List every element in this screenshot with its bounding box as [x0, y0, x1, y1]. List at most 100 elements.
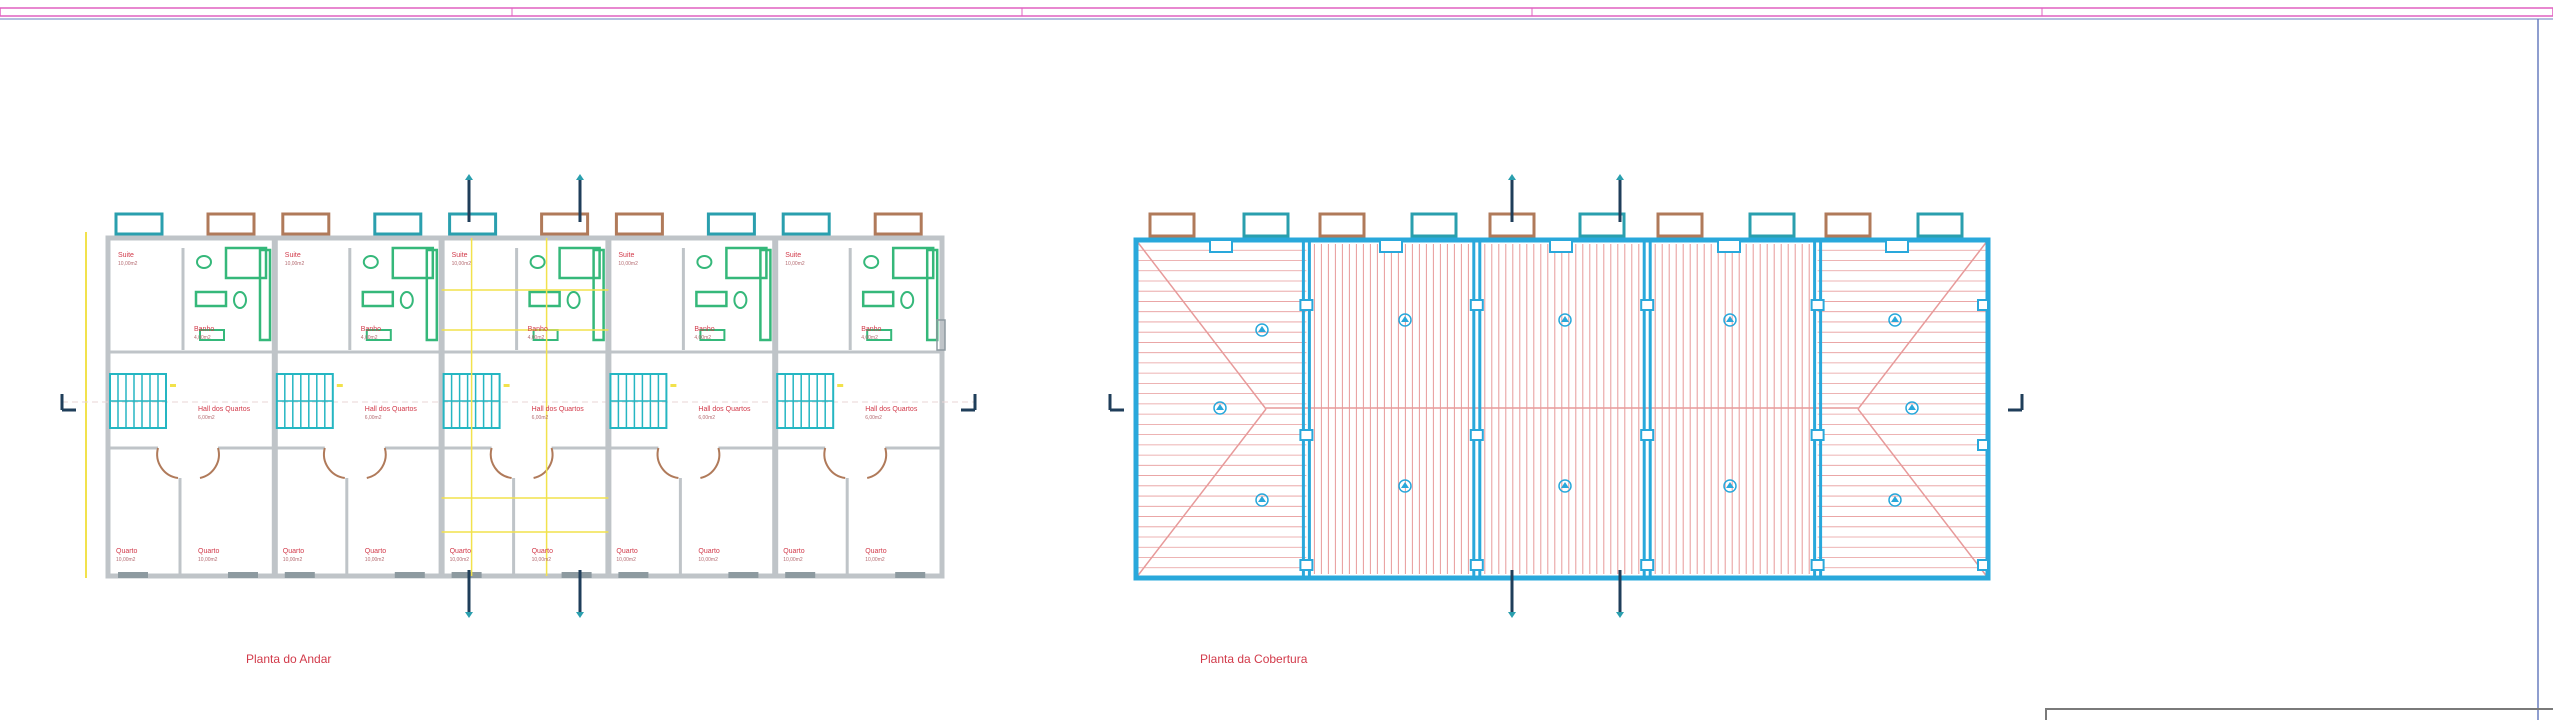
dwelling-unit	[271, 212, 442, 578]
vent-box	[1299, 299, 1314, 311]
window	[114, 212, 164, 236]
slope-circle	[1558, 313, 1572, 327]
vent-box	[1810, 559, 1825, 571]
window	[1318, 212, 1366, 238]
room-name: Banho	[861, 326, 882, 333]
counter	[759, 248, 772, 342]
title-block	[2045, 708, 2553, 720]
slope-triangle	[1216, 404, 1224, 410]
roof-hatching	[1313, 244, 1810, 574]
room-name: Hall dos Quartos	[698, 406, 751, 413]
slope-arrow	[1558, 313, 1572, 327]
counter	[925, 248, 939, 342]
room-name: Banho	[194, 326, 215, 333]
washbasin	[863, 255, 880, 269]
washbasin	[529, 255, 546, 269]
room-area: 10,00m2	[785, 261, 805, 267]
toilet	[399, 291, 414, 309]
window	[706, 212, 756, 236]
washbasin	[362, 255, 379, 269]
slope-triangle	[1561, 316, 1569, 322]
section-marker	[1616, 174, 1624, 222]
window	[1242, 212, 1290, 238]
room-label: Quarto 10,00m2	[532, 548, 553, 564]
bottom-window	[785, 572, 816, 578]
toilet	[900, 291, 915, 309]
slope-arrow	[1723, 313, 1737, 327]
slope-triangle	[1258, 326, 1266, 332]
vent-box	[1640, 429, 1655, 441]
room-area: 4,00m2	[694, 335, 712, 341]
toilet	[566, 291, 581, 309]
room-area: 10,00m2	[116, 557, 136, 563]
vent-box	[1469, 429, 1484, 441]
room-area: 10,00m2	[531, 557, 552, 563]
washbasin	[196, 255, 212, 269]
floor-plan-caption: Planta do Andar	[246, 652, 332, 666]
room-name: Suite	[451, 252, 468, 259]
slope-circle	[1723, 313, 1737, 327]
section-marker	[1508, 174, 1516, 222]
edge-box	[1977, 299, 1989, 311]
dwelling-unit	[605, 212, 776, 578]
bottom-window	[394, 572, 425, 578]
vent-box	[1299, 559, 1314, 571]
room-area: 10,00m2	[451, 261, 472, 267]
counter	[592, 248, 605, 342]
slope-triangle	[1908, 404, 1916, 410]
room-area: 10,00m2	[449, 557, 470, 563]
toilet	[733, 291, 748, 309]
room-name: Hall dos Quartos	[198, 406, 251, 413]
section-marker	[1616, 570, 1624, 618]
dwelling-unit	[772, 212, 942, 578]
section-arrow	[1508, 174, 1516, 180]
toilet	[233, 291, 247, 309]
room-name: Quarto	[783, 548, 805, 555]
section-marker	[576, 570, 584, 618]
slope-circle	[1213, 401, 1227, 415]
slope-arrow	[1255, 323, 1269, 337]
section-marker	[60, 394, 76, 412]
room-area: 10,00m2	[198, 557, 218, 563]
hip-roof	[1817, 239, 1989, 579]
window	[873, 212, 923, 236]
slope-triangle	[1726, 316, 1734, 322]
slope-triangle	[1891, 316, 1899, 322]
slope-triangle	[1258, 496, 1266, 502]
window	[1410, 212, 1458, 238]
vanity	[528, 290, 561, 308]
slope-arrow	[1888, 493, 1902, 507]
window	[1578, 212, 1626, 238]
bottom-window	[284, 572, 315, 578]
window	[614, 212, 664, 236]
room-name: Banho	[360, 326, 382, 333]
edge-box	[1977, 439, 1989, 451]
slope-arrow	[1398, 479, 1412, 493]
room-name: Quarto	[198, 548, 220, 555]
room-name: Quarto	[531, 548, 553, 555]
slope-arrow	[1888, 313, 1902, 327]
room-area: 10,00m2	[698, 557, 718, 563]
bottom-window	[451, 572, 482, 578]
room-name: Hall dos Quartos	[364, 406, 417, 413]
vent-box	[1640, 559, 1655, 571]
door-swing	[656, 447, 679, 479]
vanity	[361, 290, 395, 308]
bottom-window	[228, 572, 258, 578]
slope-arrow	[1723, 479, 1737, 493]
bathtub	[725, 246, 768, 280]
room-area: 4,00m2	[527, 335, 545, 341]
slope-circle	[1255, 493, 1269, 507]
window	[781, 212, 831, 236]
